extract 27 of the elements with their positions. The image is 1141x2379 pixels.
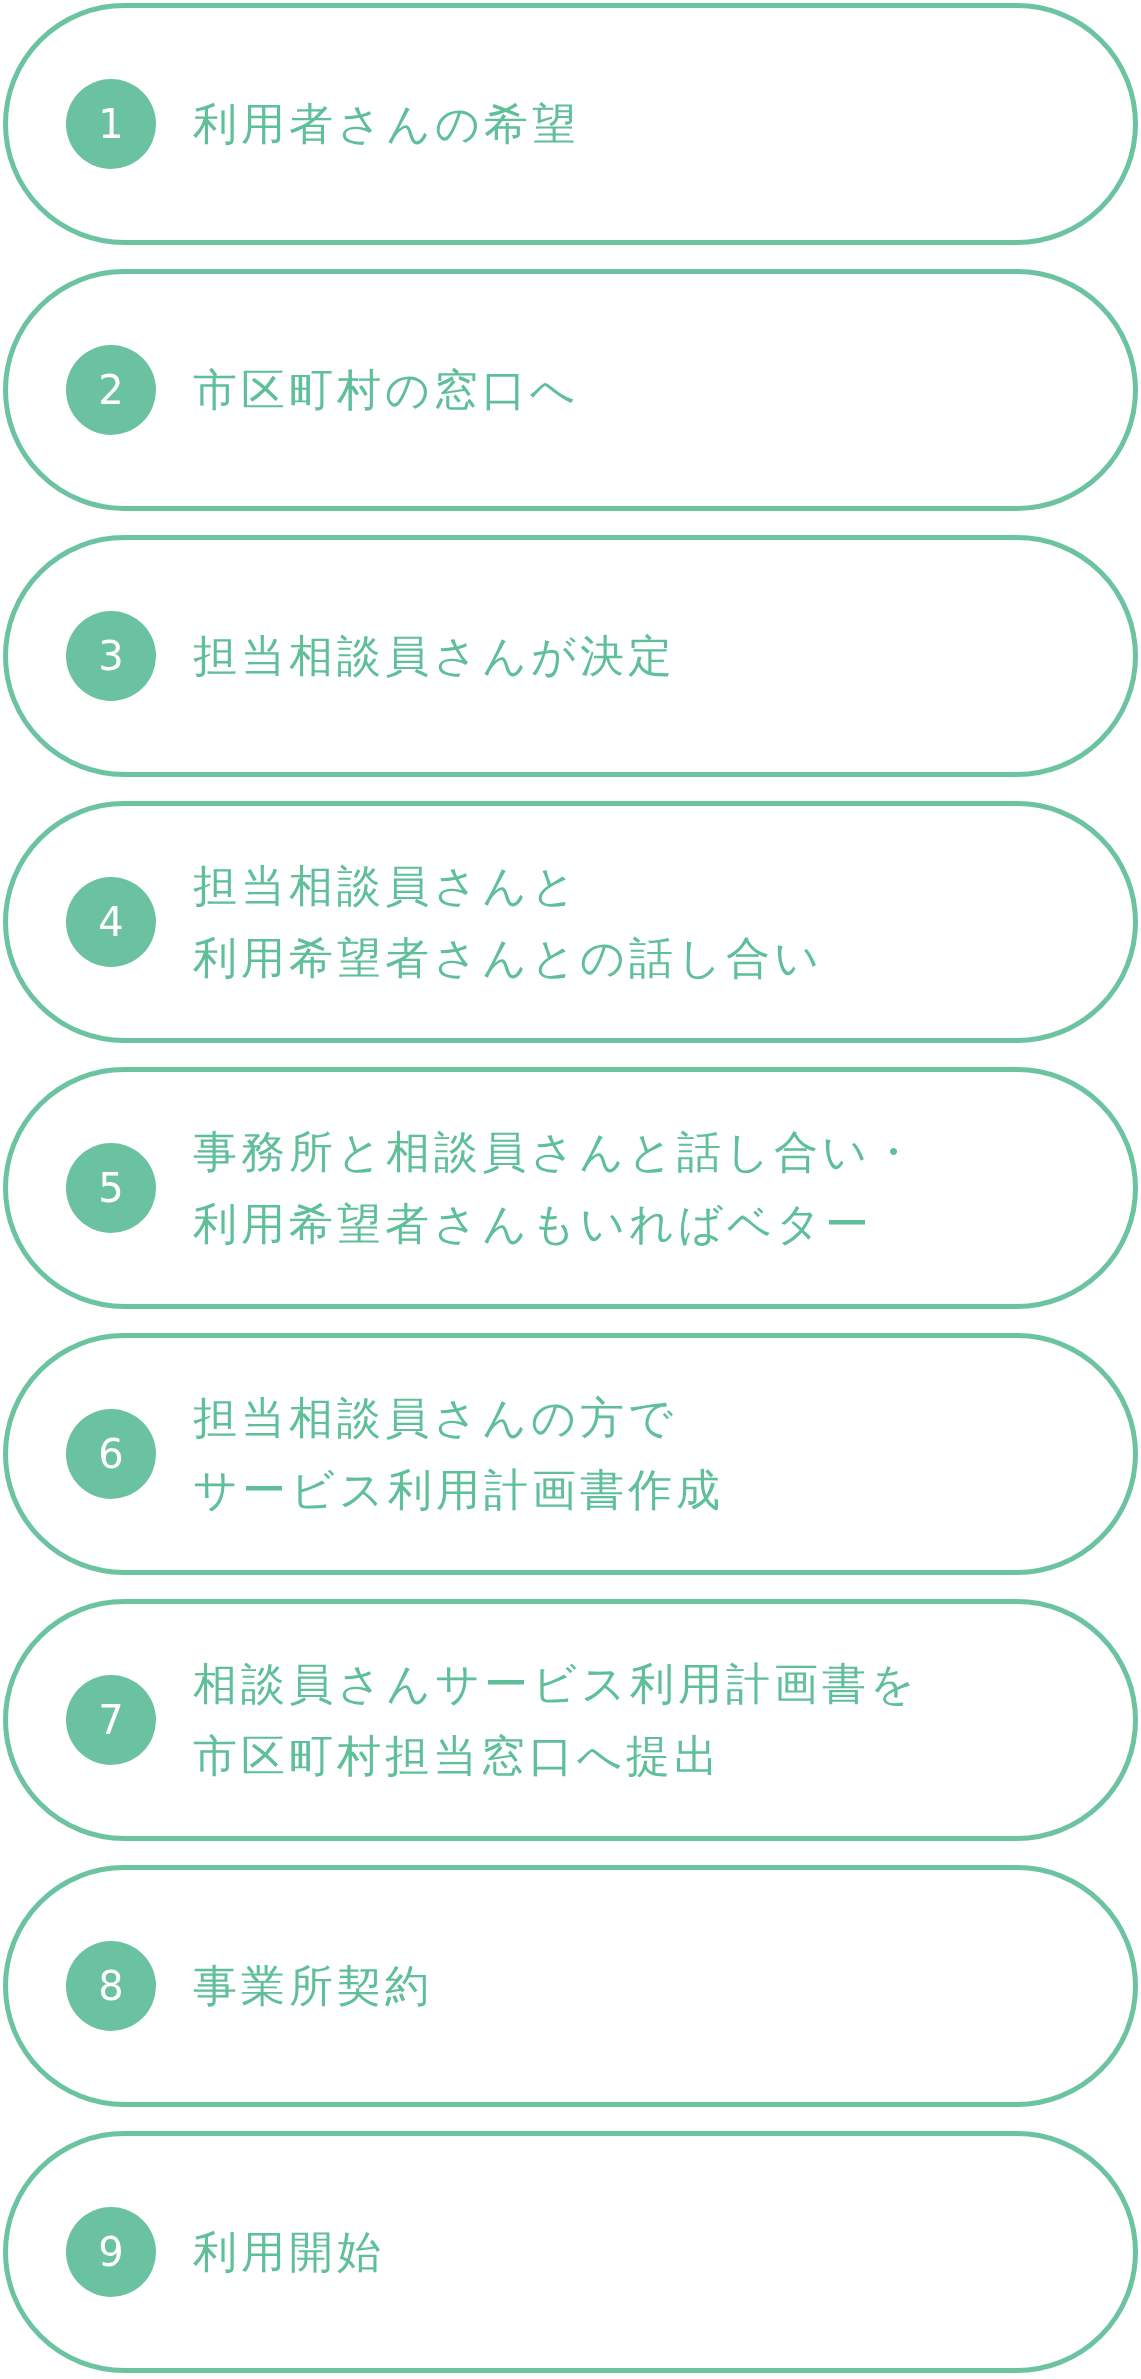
step-text: 市区町村の窓口へ: [193, 363, 579, 417]
step-pill: [3, 1067, 1138, 1309]
step-text: 相談員さんサービス利用計画書を市区町村担当窓口へ提出: [193, 1657, 919, 1783]
step-pill: [3, 1865, 1138, 2107]
step-text: 担当相談員さんの方でサービス利用計画書作成: [193, 1391, 724, 1517]
step-number: 2: [66, 345, 156, 435]
step-pill: [3, 269, 1138, 511]
step-pill: [3, 2131, 1138, 2373]
step-pill: [3, 801, 1138, 1043]
step-number: 4: [66, 877, 156, 967]
step-text: 事業所契約: [193, 1959, 433, 2013]
step-number: 1: [66, 79, 156, 169]
step-number: 5: [66, 1143, 156, 1233]
step-number: 8: [66, 1941, 156, 2031]
step-text: 担当相談員さんが決定: [193, 629, 676, 683]
step-pill: [3, 535, 1138, 777]
step-pill: [3, 3, 1138, 245]
step-text: 利用開始: [193, 2225, 385, 2279]
step-pill: [3, 1599, 1138, 1841]
step-number: 9: [66, 2207, 156, 2297]
step-number: 3: [66, 611, 156, 701]
step-number: 6: [66, 1409, 156, 1499]
step-pill: [3, 1333, 1138, 1575]
step-text: 利用者さんの希望: [193, 97, 580, 151]
step-number: 7: [66, 1675, 156, 1765]
step-text: 担当相談員さんと利用希望者さんとの話し合い: [193, 859, 823, 985]
step-text: 事務所と相談員さんと話し合い・利用希望者さんもいればベター: [193, 1125, 919, 1251]
